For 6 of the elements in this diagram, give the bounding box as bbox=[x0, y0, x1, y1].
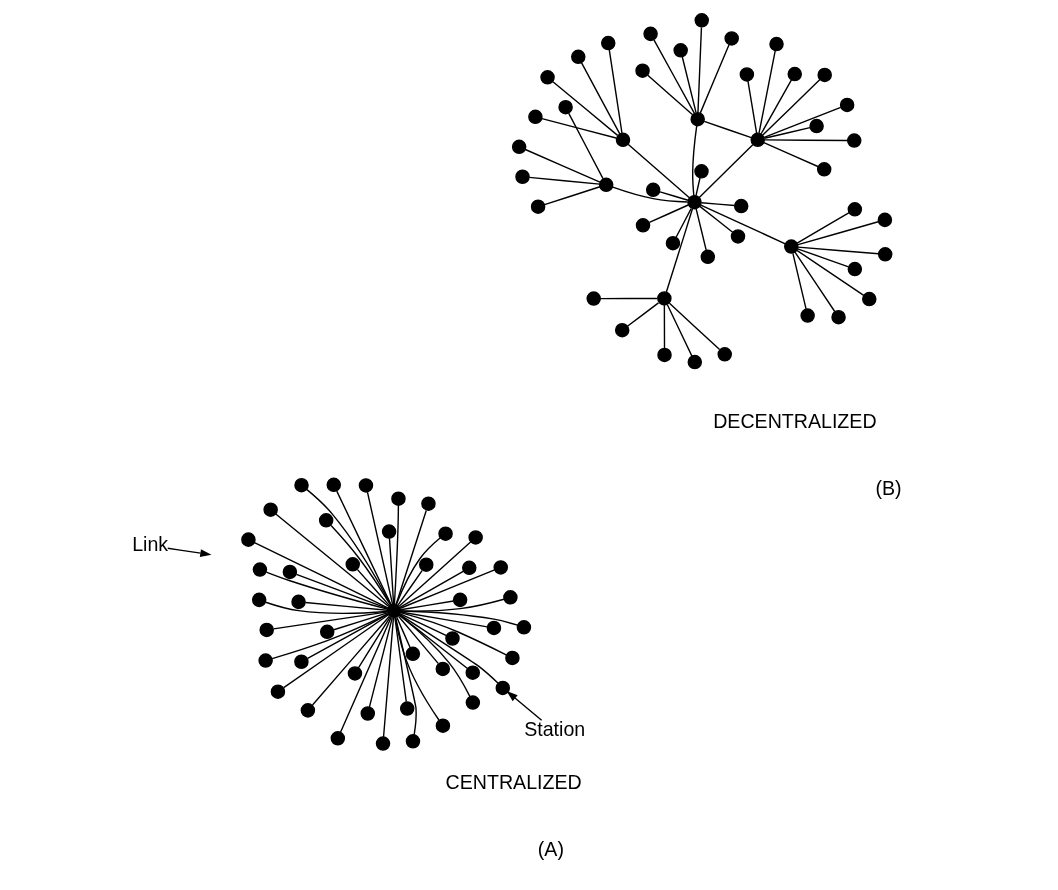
label: CENTRALIZED bbox=[445, 770, 582, 793]
label: (A) bbox=[537, 838, 564, 861]
label: (B) bbox=[875, 477, 902, 500]
label: DECENTRALIZED bbox=[712, 409, 877, 432]
node-text: Link bbox=[131, 532, 168, 555]
node-text: Station bbox=[523, 718, 585, 741]
